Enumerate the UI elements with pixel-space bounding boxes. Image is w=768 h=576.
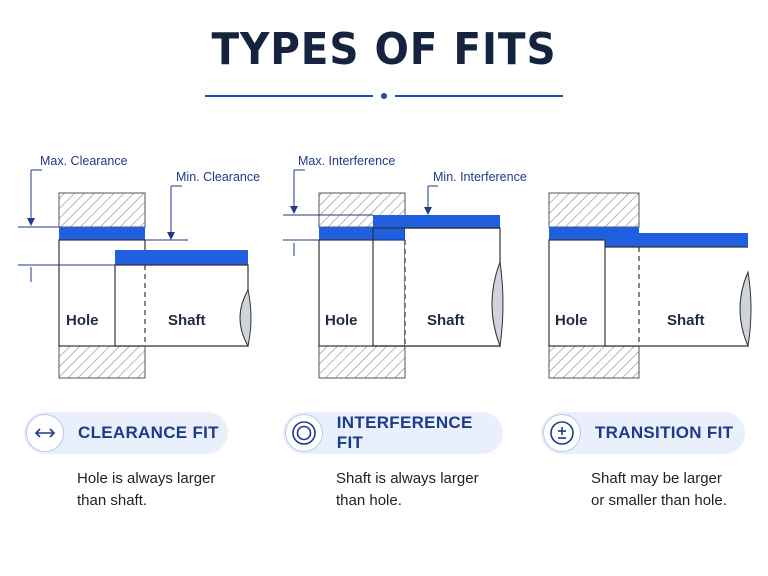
clearance-hole-label: Hole <box>66 312 99 329</box>
clearance-desc-line-2: than shaft. <box>77 492 148 509</box>
clearance-housing-top <box>58 192 146 228</box>
interference-housing-bottom <box>318 345 406 379</box>
title-divider-dot <box>381 93 387 99</box>
interference-shaft-label: Shaft <box>427 312 465 329</box>
interference-fit-diagram: Max. Interference Min. Interference Hole… <box>283 154 527 379</box>
title-divider-right <box>395 95 563 97</box>
clearance-fit-tag: CLEARANCE FIT <box>24 412 228 454</box>
transition-shaft-label: Shaft <box>667 312 705 329</box>
transition-fit-tag: TRANSITION FIT <box>541 412 745 454</box>
plus-minus-icon <box>543 414 581 452</box>
interference-fit-tag: INTERFERENCE FIT <box>283 412 503 454</box>
interference-max-label: Max. Interference <box>298 154 395 168</box>
clearance-fit-description: Hole is always larger than shaft. <box>77 468 277 512</box>
interference-hole-label: Hole <box>325 312 358 329</box>
transition-fit-diagram: Hole Shaft <box>548 192 752 379</box>
interference-overlap <box>372 227 406 241</box>
interference-shaft-band <box>373 215 500 228</box>
transition-desc-line-1: Shaft may be larger <box>591 470 722 487</box>
clearance-hole-band <box>59 227 145 240</box>
interference-min-label: Min. Interference <box>433 170 527 184</box>
clearance-max-label: Max. Clearance <box>40 154 128 168</box>
transition-housing-bottom <box>548 345 640 379</box>
interference-desc-line-2: than hole. <box>336 492 402 509</box>
interference-fit-title: INTERFERENCE FIT <box>336 413 473 452</box>
transition-fit-description: Shaft may be larger or smaller than hole… <box>591 468 768 512</box>
clearance-shaft-band <box>115 250 248 265</box>
interference-hole-body <box>318 239 406 347</box>
double-arrow-icon <box>26 414 64 452</box>
clearance-fit-title: CLEARANCE FIT <box>78 423 219 442</box>
interference-fit-description: Shaft is always larger than hole. <box>336 468 536 512</box>
clearance-min-label: Min. Clearance <box>176 170 260 184</box>
clearance-shaft-body <box>114 264 249 347</box>
clearance-shaft-label: Shaft <box>168 312 206 329</box>
page-title: TYPES OF FITS <box>211 24 557 75</box>
transition-housing-top <box>548 192 640 228</box>
transition-fit-title: TRANSITION FIT <box>595 423 734 442</box>
title-divider-left <box>205 95 373 97</box>
transition-desc-line-2: or smaller than hole. <box>591 492 727 509</box>
clearance-housing-bottom <box>58 345 146 379</box>
transition-hole-label: Hole <box>555 312 588 329</box>
clearance-fit-diagram: Max. Clearance Min. Clearance Hole Shaft <box>18 154 260 379</box>
clearance-desc-line-1: Hole is always larger <box>77 470 216 487</box>
concentric-circles-icon <box>285 414 323 452</box>
transition-shaft-band <box>605 233 748 247</box>
interference-desc-line-1: Shaft is always larger <box>336 470 479 487</box>
